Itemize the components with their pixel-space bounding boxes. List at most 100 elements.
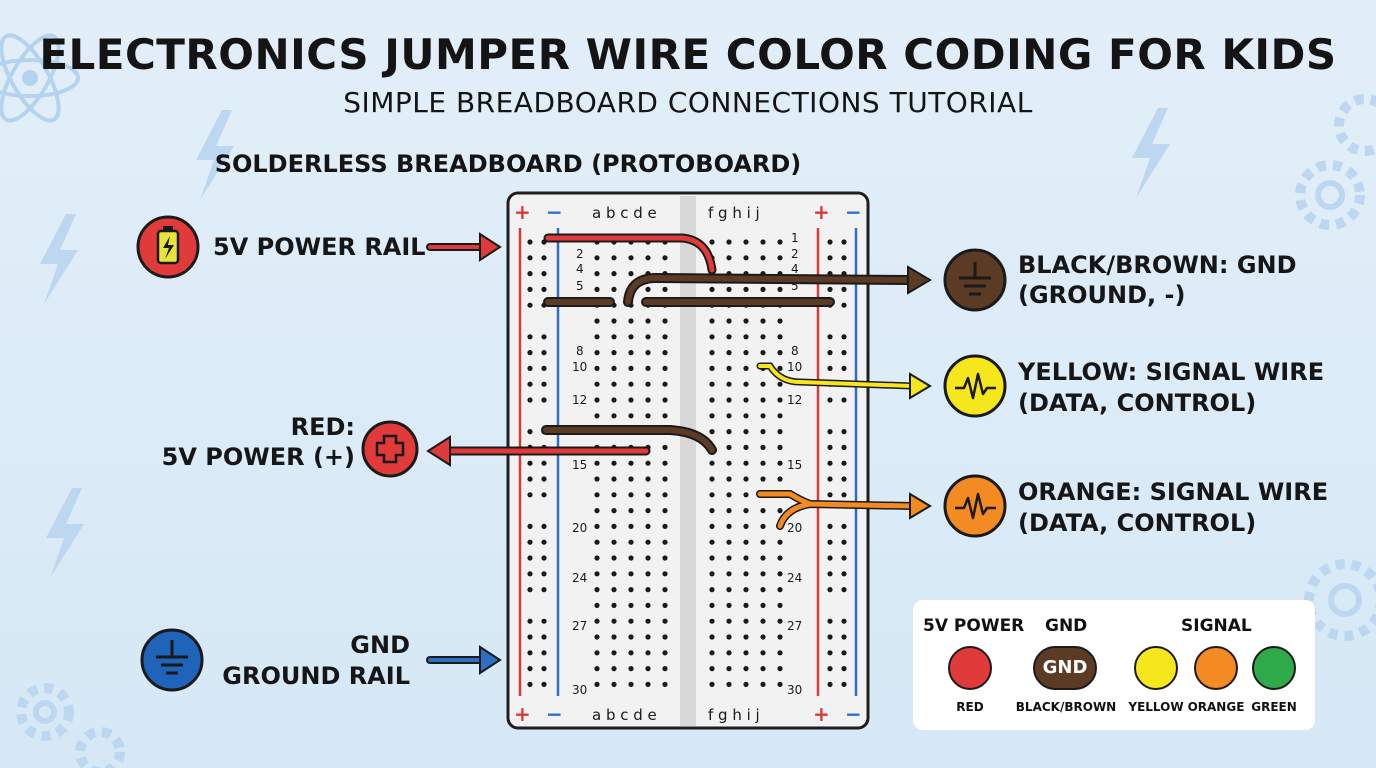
terminal-hole — [594, 318, 600, 324]
rail-hole — [827, 618, 833, 624]
terminal-hole — [662, 650, 668, 656]
terminal-hole — [645, 365, 651, 371]
row-number-left: 20 — [572, 521, 587, 535]
row-number-left: 15 — [572, 458, 587, 472]
terminal-hole — [709, 508, 715, 514]
terminal-hole — [726, 602, 732, 609]
terminal-hole — [777, 397, 783, 403]
rail-hole — [827, 681, 833, 688]
terminal-hole — [743, 523, 749, 530]
terminal-hole — [662, 634, 668, 640]
rail-hole — [827, 239, 833, 245]
terminal-hole — [709, 460, 715, 466]
terminal-hole — [611, 286, 617, 292]
rail-hole — [527, 666, 533, 672]
terminal-hole — [662, 618, 668, 624]
minus-sign-bottom-left: − — [546, 702, 563, 726]
lightning-icon — [46, 488, 84, 578]
column-letters-left-top: a b c d e — [592, 204, 657, 222]
terminal-hole — [662, 492, 668, 498]
row-number-right: 27 — [787, 619, 802, 633]
terminal-hole — [743, 539, 749, 545]
orange-wire-label-line2: (DATA, CONTROL) — [1018, 509, 1257, 537]
terminal-hole — [611, 350, 617, 356]
row-number-right: 30 — [787, 683, 802, 697]
terminal-hole — [726, 587, 732, 593]
orange-arrow-head — [909, 492, 932, 520]
terminal-hole — [645, 587, 651, 593]
terminal-hole — [594, 476, 600, 482]
terminal-hole — [743, 681, 749, 688]
terminal-hole — [645, 681, 651, 688]
page-title: ELECTRONICS JUMPER WIRE COLOR CODING FOR… — [39, 30, 1337, 79]
terminal-hole — [645, 413, 651, 419]
minus-sign-bottom-right: − — [845, 702, 862, 726]
rail-hole — [527, 350, 533, 356]
rail-hole — [827, 365, 833, 371]
legend-label-green: GREEN — [1251, 700, 1297, 714]
terminal-hole — [777, 618, 783, 624]
terminal-hole — [709, 523, 715, 530]
terminal-hole — [777, 413, 783, 419]
legend-header-signal: SIGNAL — [1181, 616, 1252, 636]
terminal-hole — [760, 429, 766, 435]
terminal-hole — [726, 381, 732, 387]
terminal-hole — [628, 666, 634, 672]
terminal-hole — [777, 429, 783, 435]
plus-sign-top-right: + — [813, 200, 830, 224]
rail-hole — [541, 381, 547, 387]
ground-rail-label-line2: GROUND RAIL — [222, 662, 410, 690]
terminal-hole — [662, 334, 668, 340]
terminal-hole — [743, 413, 749, 419]
terminal-hole — [777, 634, 783, 640]
terminal-hole — [777, 539, 783, 545]
rail-hole — [541, 492, 547, 498]
rail-hole — [527, 460, 533, 466]
rail-hole — [841, 429, 847, 435]
row-number-right: 24 — [787, 571, 802, 585]
terminal-hole — [611, 618, 617, 624]
terminal-hole — [760, 460, 766, 466]
terminal-hole — [743, 555, 749, 561]
terminal-hole — [611, 397, 617, 403]
terminal-hole — [726, 539, 732, 545]
terminal-hole — [611, 476, 617, 482]
rail-hole — [541, 634, 547, 640]
plus-icon — [361, 420, 419, 478]
terminal-hole — [611, 508, 617, 514]
terminal-hole — [662, 666, 668, 672]
column-letters-right-top: f g h i j — [708, 204, 760, 222]
terminal-hole — [645, 334, 651, 340]
terminal-hole — [709, 239, 715, 245]
ground-icon — [943, 248, 1007, 312]
terminal-hole — [743, 587, 749, 593]
terminal-hole — [760, 555, 766, 561]
black-wire-label-line2: (GROUND, -) — [1018, 281, 1186, 309]
terminal-hole — [777, 334, 783, 340]
row-number-left: 10 — [572, 360, 587, 374]
terminal-hole — [709, 571, 715, 577]
terminal-hole — [743, 460, 749, 466]
rail-hole — [841, 334, 847, 340]
terminal-hole — [743, 397, 749, 403]
terminal-hole — [760, 334, 766, 340]
terminal-hole — [709, 365, 715, 371]
rail-hole — [541, 476, 547, 482]
terminal-hole — [628, 255, 634, 261]
terminal-hole — [760, 634, 766, 640]
terminal-hole — [743, 602, 749, 609]
rail-hole — [541, 255, 547, 261]
terminal-hole — [594, 634, 600, 640]
rail-hole — [841, 681, 847, 688]
terminal-hole — [726, 429, 732, 435]
terminal-hole — [611, 539, 617, 545]
row-number-left: 5 — [576, 279, 584, 293]
terminal-hole — [777, 476, 783, 482]
rail-hole — [527, 365, 533, 371]
rail-hole — [827, 539, 833, 545]
terminal-hole — [743, 255, 749, 261]
rail-hole — [841, 571, 847, 577]
terminal-hole — [645, 523, 651, 530]
row-number-right: 8 — [791, 344, 799, 358]
